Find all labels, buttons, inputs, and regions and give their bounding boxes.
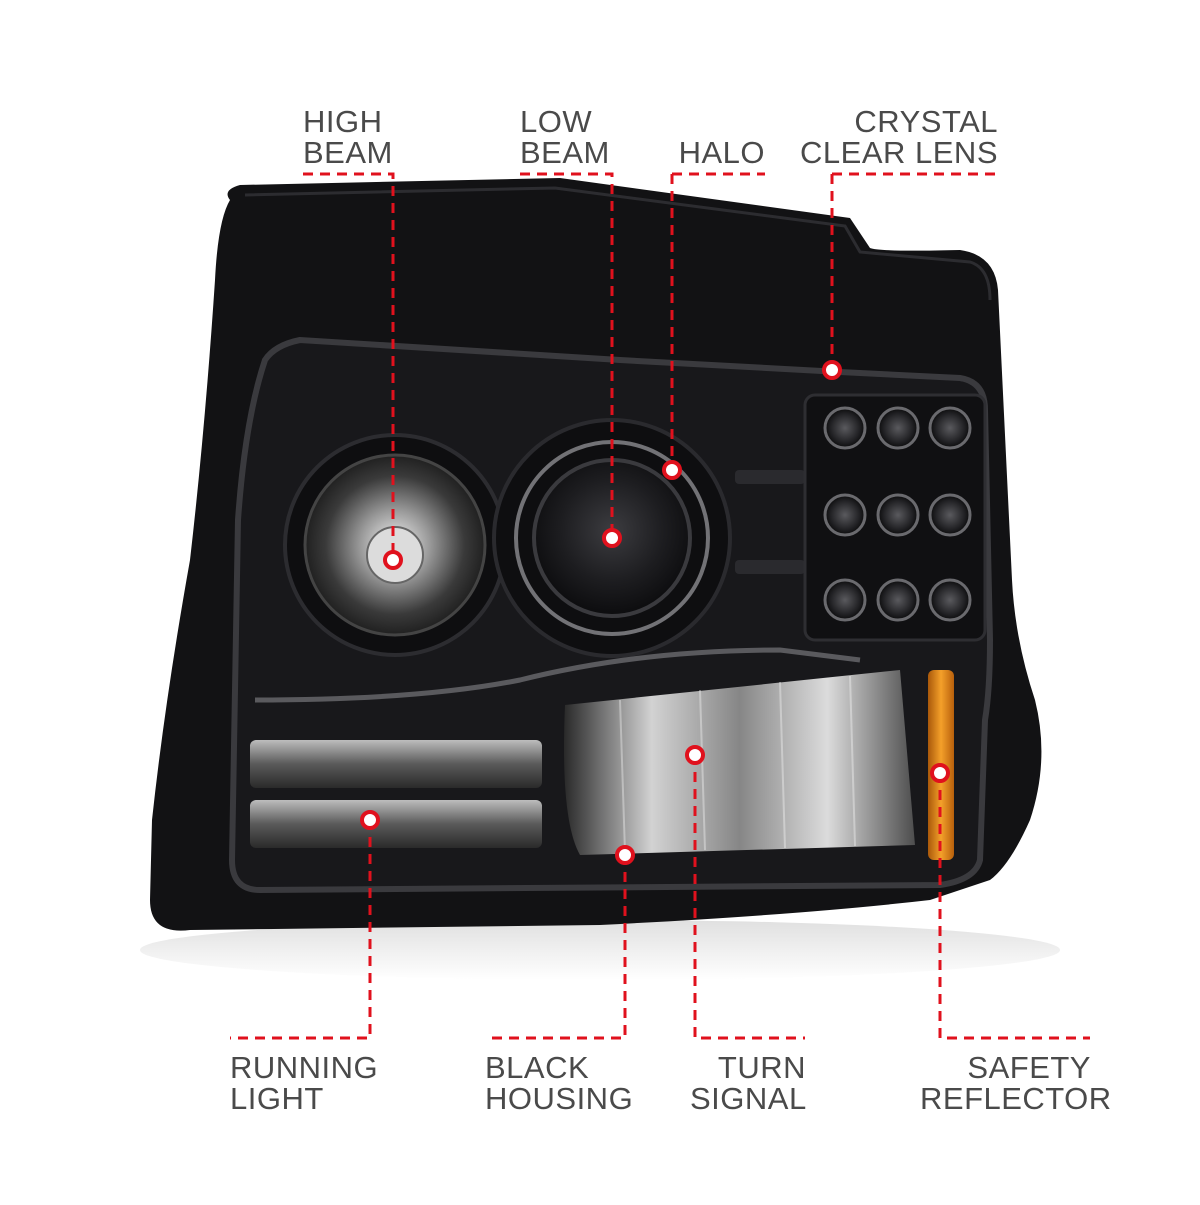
label-line: BEAM [303,135,393,170]
marker-halo [662,460,682,480]
marker-crystal-lens [822,360,842,380]
label-black-housing: BLACK HOUSING [485,1052,633,1114]
top-bezel-edge [244,186,992,301]
marker-high-beam [383,550,403,570]
label-line: SAFETY [967,1050,1091,1085]
label-line: HALO [678,135,765,170]
marker-black-housing [615,845,635,865]
label-running-light: RUNNING LIGHT [230,1052,378,1114]
marker-turn-signal [685,745,705,765]
running-light-bar-upper [250,740,542,788]
running-light-bar-lower [250,800,542,848]
leader-lines [230,172,1090,1040]
label-line: LOW [520,104,593,139]
turn-signal-lens [564,670,915,855]
led-cluster [803,393,987,642]
label-line: CRYSTAL [854,104,998,139]
divider-bar [735,470,805,484]
label-line: RUNNING [230,1050,379,1085]
label-high-beam: HIGH BEAM [303,106,393,168]
floor-shadow [140,920,1060,980]
marker-low-beam [602,528,622,548]
label-line: BEAM [520,135,610,170]
marker-running-light [360,810,380,830]
label-low-beam: LOW BEAM [520,106,610,168]
label-line: REFLECTOR [920,1081,1112,1116]
label-safety-reflector: SAFETY REFLECTOR [920,1050,1112,1116]
label-line: LIGHT [230,1081,324,1116]
label-line: TURN [717,1050,806,1085]
label-line: SIGNAL [690,1081,807,1116]
label-line: CLEAR LENS [800,135,998,170]
marker-safety-reflector [930,763,950,783]
callout-markers [360,360,950,865]
turn-signal-facets [619,675,856,853]
label-halo: HALO [660,137,765,168]
lower-trim [254,647,861,703]
label-line: HIGH [303,104,383,139]
label-line: BLACK [485,1050,590,1085]
label-turn-signal: TURN SIGNAL [690,1052,806,1114]
divider-bar [735,560,805,574]
label-line: HOUSING [485,1081,634,1116]
label-crystal-clear-lens: CRYSTAL CLEAR LENS [800,106,998,168]
